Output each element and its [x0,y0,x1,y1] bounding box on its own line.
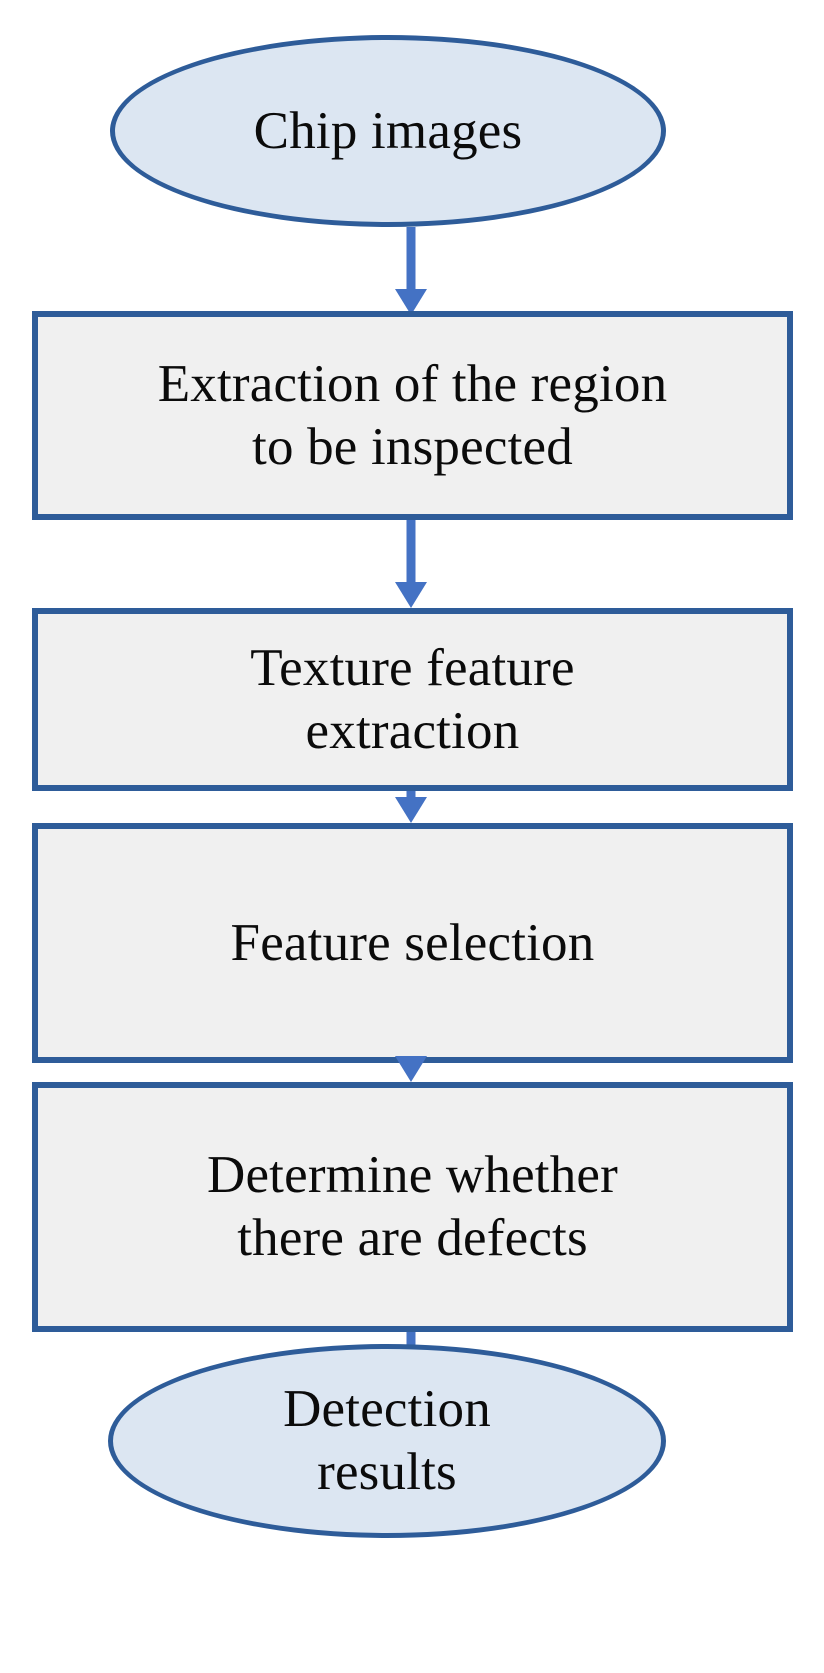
node-chip-images[interactable]: Chip images [110,35,666,227]
arrow-head-icon [395,797,427,823]
arrow-shaft [406,791,416,801]
node-feature-selection[interactable]: Feature selection [32,823,793,1063]
node-detection-results[interactable]: Detection results [108,1344,666,1538]
node-label-detection-results: Detection results [283,1380,491,1501]
node-label-region-extraction: Extraction of the region to be inspected [157,354,668,476]
arrow-shaft [406,227,416,289]
node-label-feature-selection: Feature selection [230,913,595,972]
arrow-head-icon [395,582,427,608]
node-determine-defects[interactable]: Determine whether there are defects [32,1082,793,1332]
node-label-determine-defects: Determine whether there are defects [206,1146,619,1267]
arrow-head-icon [395,1056,427,1082]
node-texture-feature[interactable]: Texture feature extraction [32,608,793,791]
node-label-texture-feature: Texture feature extraction [250,638,575,760]
arrow-shaft [406,520,416,582]
node-region-extraction[interactable]: Extraction of the region to be inspected [32,311,793,520]
arrow-head-icon [395,289,427,315]
node-label-chip-images: Chip images [253,101,523,160]
